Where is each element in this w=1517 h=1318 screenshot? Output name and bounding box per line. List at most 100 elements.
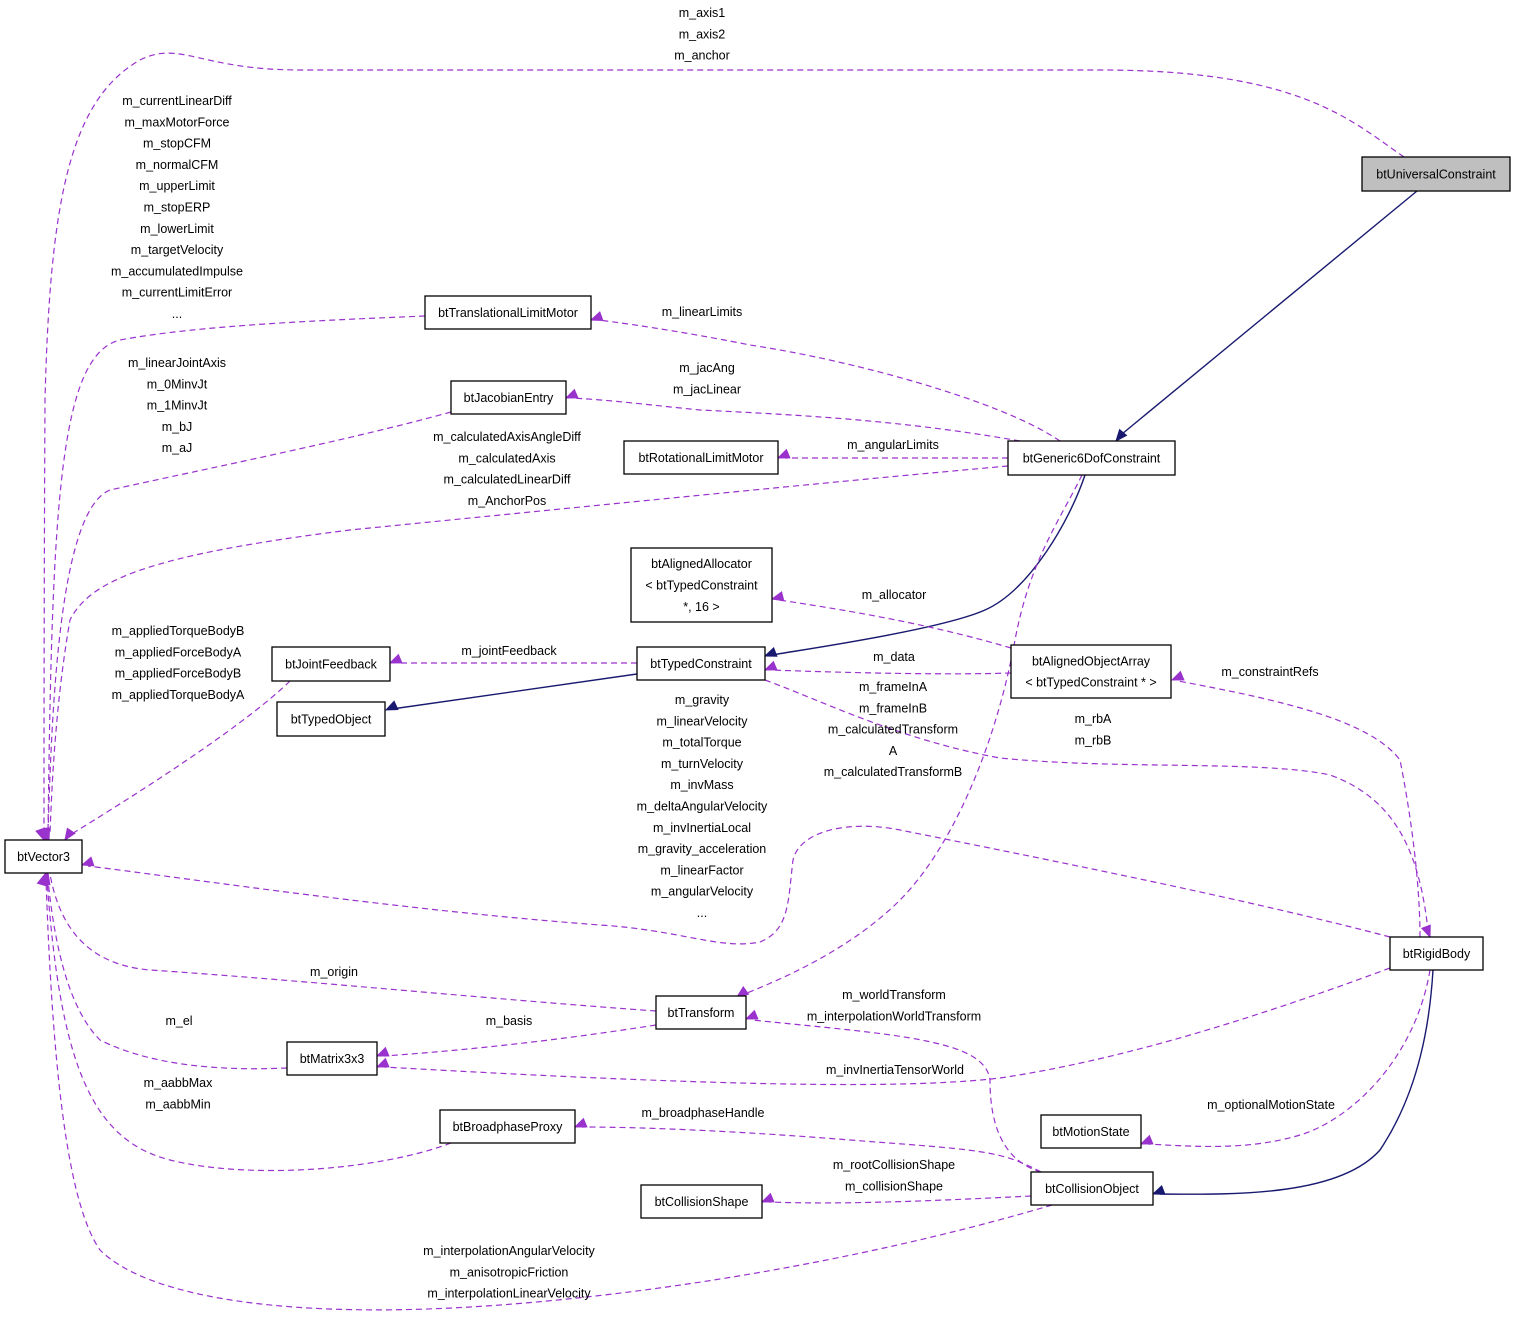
edge-line <box>771 474 1086 656</box>
class-box <box>1361 156 1511 192</box>
edge-label-line: m_collisionShape <box>845 1179 943 1193</box>
edge-label-line: m_interpolationAngularVelocity <box>423 1244 595 1258</box>
edge-line <box>1159 969 1434 1195</box>
edge-line <box>49 873 657 1012</box>
edge-line <box>383 967 1391 1086</box>
edge-tr-vec <box>40 871 657 1012</box>
class-box <box>439 1109 576 1144</box>
arrowhead <box>40 827 51 842</box>
edge-line <box>1121 190 1418 435</box>
edge-label-line: m_broadphaseHandle <box>641 1106 764 1120</box>
class-box <box>655 995 747 1030</box>
class-node-bt-transform[interactable]: btTransform <box>655 995 747 1030</box>
class-box <box>450 380 567 415</box>
edge-rb-ms <box>1139 969 1431 1148</box>
class-node-bt-joint-feedback[interactable]: btJointFeedback <box>271 646 391 682</box>
arrowhead <box>80 856 95 867</box>
class-node-bt-aligned-object-array[interactable]: btAlignedObjectArray < btTypedConstraint … <box>1010 644 1172 699</box>
edge-label-line: m_currentLimitError <box>122 286 232 300</box>
class-box <box>1007 440 1176 476</box>
edge-label-line: m_rbB <box>1075 733 1112 747</box>
class-name-label: btTranslationalLimitMotor <box>438 306 578 320</box>
arrowhead <box>388 653 403 664</box>
class-name-label: btAlignedObjectArray <box>1032 654 1151 668</box>
class-node-bt-broadphase-proxy[interactable]: btBroadphaseProxy <box>439 1109 576 1144</box>
class-node-bt-typed-constraint[interactable]: btTypedConstraint <box>636 646 766 681</box>
edge-label-line: m_axis2 <box>679 27 726 41</box>
edge-line <box>771 669 1012 675</box>
edge-label-line: m_el <box>165 1014 192 1028</box>
class-box <box>1389 936 1484 971</box>
edge-label-line: m_appliedTorqueBodyA <box>112 688 245 702</box>
edge-line <box>49 465 1009 835</box>
edge-co-bp <box>573 1117 1042 1173</box>
class-name-label: btVector3 <box>17 850 70 864</box>
edge-aoa-tc <box>763 660 1012 675</box>
edge-label-line: m_frameInA <box>859 680 928 694</box>
class-node-bt-aligned-allocator[interactable]: btAlignedAllocator < btTypedConstraint *, … <box>630 547 773 623</box>
edge-line <box>87 825 1391 945</box>
edge-label-line: m_calculatedTransformB <box>824 765 962 779</box>
class-node-bt-typed-object[interactable]: btTypedObject <box>276 701 386 737</box>
arrowhead <box>1170 670 1185 681</box>
edge-rb-vec <box>80 825 1391 945</box>
edge-label-line: m_linearFactor <box>660 863 743 877</box>
edge-label-line: m_invMass <box>670 778 733 792</box>
edge-aoa-alloc <box>770 591 1012 649</box>
class-name-label: btAlignedAllocator <box>651 557 752 571</box>
class-name-label: btCollisionShape <box>655 1195 749 1209</box>
class-name-label: btBroadphaseProxy <box>453 1120 564 1134</box>
edge-label-line: m_aJ <box>162 441 193 455</box>
class-node-bt-vector3[interactable]: btVector3 <box>4 839 83 874</box>
edge-label-line: m_normalCFM <box>136 158 219 172</box>
arrowhead <box>375 1046 390 1057</box>
edge-label-line: m_constraintRefs <box>1221 665 1318 679</box>
class-node-bt-universal-constraint[interactable]: btUniversalConstraint <box>1361 156 1511 192</box>
edge-line <box>43 52 1405 835</box>
edge-label-g6-tlm: m_linearLimits <box>662 305 743 319</box>
class-name-label: < btTypedConstraint * > <box>1025 676 1156 690</box>
class-box <box>640 1184 763 1219</box>
edge-label-line: m_0MinvJt <box>147 377 208 391</box>
edge-label-line: m_maxMotorForce <box>125 115 230 129</box>
arrowhead <box>1151 1184 1166 1195</box>
class-node-bt-motion-state[interactable]: btMotionState <box>1040 1114 1142 1149</box>
edge-label-line: m_basis <box>486 1014 533 1028</box>
class-box <box>4 839 83 874</box>
edge-tr-mat <box>375 1024 657 1057</box>
edge-label-line: m_invInertiaLocal <box>653 821 751 835</box>
class-node-bt-collision-object[interactable]: btCollisionObject <box>1030 1171 1154 1206</box>
class-name-label: *, 16 > <box>683 600 720 614</box>
class-node-bt-collision-shape[interactable]: btCollisionShape <box>640 1184 763 1219</box>
class-node-bt-translational-limit-motor[interactable]: btTranslationalLimitMotor <box>424 295 592 330</box>
class-node-bt-rotational-limit-motor[interactable]: btRotationalLimitMotor <box>623 440 779 475</box>
edge-g6-tlm <box>589 311 1061 442</box>
class-name-label: < btTypedConstraint <box>645 579 758 593</box>
class-node-bt-rigid-body[interactable]: btRigidBody <box>1389 936 1484 971</box>
edge-line <box>768 1195 1032 1204</box>
edge-label-line: ... <box>697 906 707 920</box>
edge-label-rb-mat: m_invInertiaTensorWorld <box>826 1063 964 1077</box>
edge-label-aoa-alloc: m_allocator <box>862 588 927 602</box>
edge-line <box>46 879 452 1172</box>
class-node-bt-jacobian-entry[interactable]: btJacobianEntry <box>450 380 567 415</box>
edge-label-line: m_frameInB <box>859 701 927 715</box>
edge-label-tc-rb: m_rbA m_rbB <box>1075 712 1112 747</box>
edge-label-line: m_linearVelocity <box>656 714 748 728</box>
class-node-bt-matrix3x3[interactable]: btMatrix3x3 <box>286 1041 378 1076</box>
edge-line <box>383 1024 657 1057</box>
class-name-label: btUniversalConstraint <box>1376 168 1496 182</box>
edge-label-line: m_axis1 <box>679 6 726 20</box>
class-name-label: btRigidBody <box>1403 947 1471 961</box>
class-node-bt-generic6-dof-constraint[interactable]: btGeneric6DofConstraint <box>1007 440 1176 476</box>
edge-tc-rb <box>764 679 1431 939</box>
edge-label-line: m_calculatedTransform <box>828 723 958 737</box>
edge-label-g6-rlm: m_angularLimits <box>847 438 939 452</box>
edge-label-line: m_AnchorPos <box>468 494 547 508</box>
edge-label-line: m_rbA <box>1075 712 1112 726</box>
